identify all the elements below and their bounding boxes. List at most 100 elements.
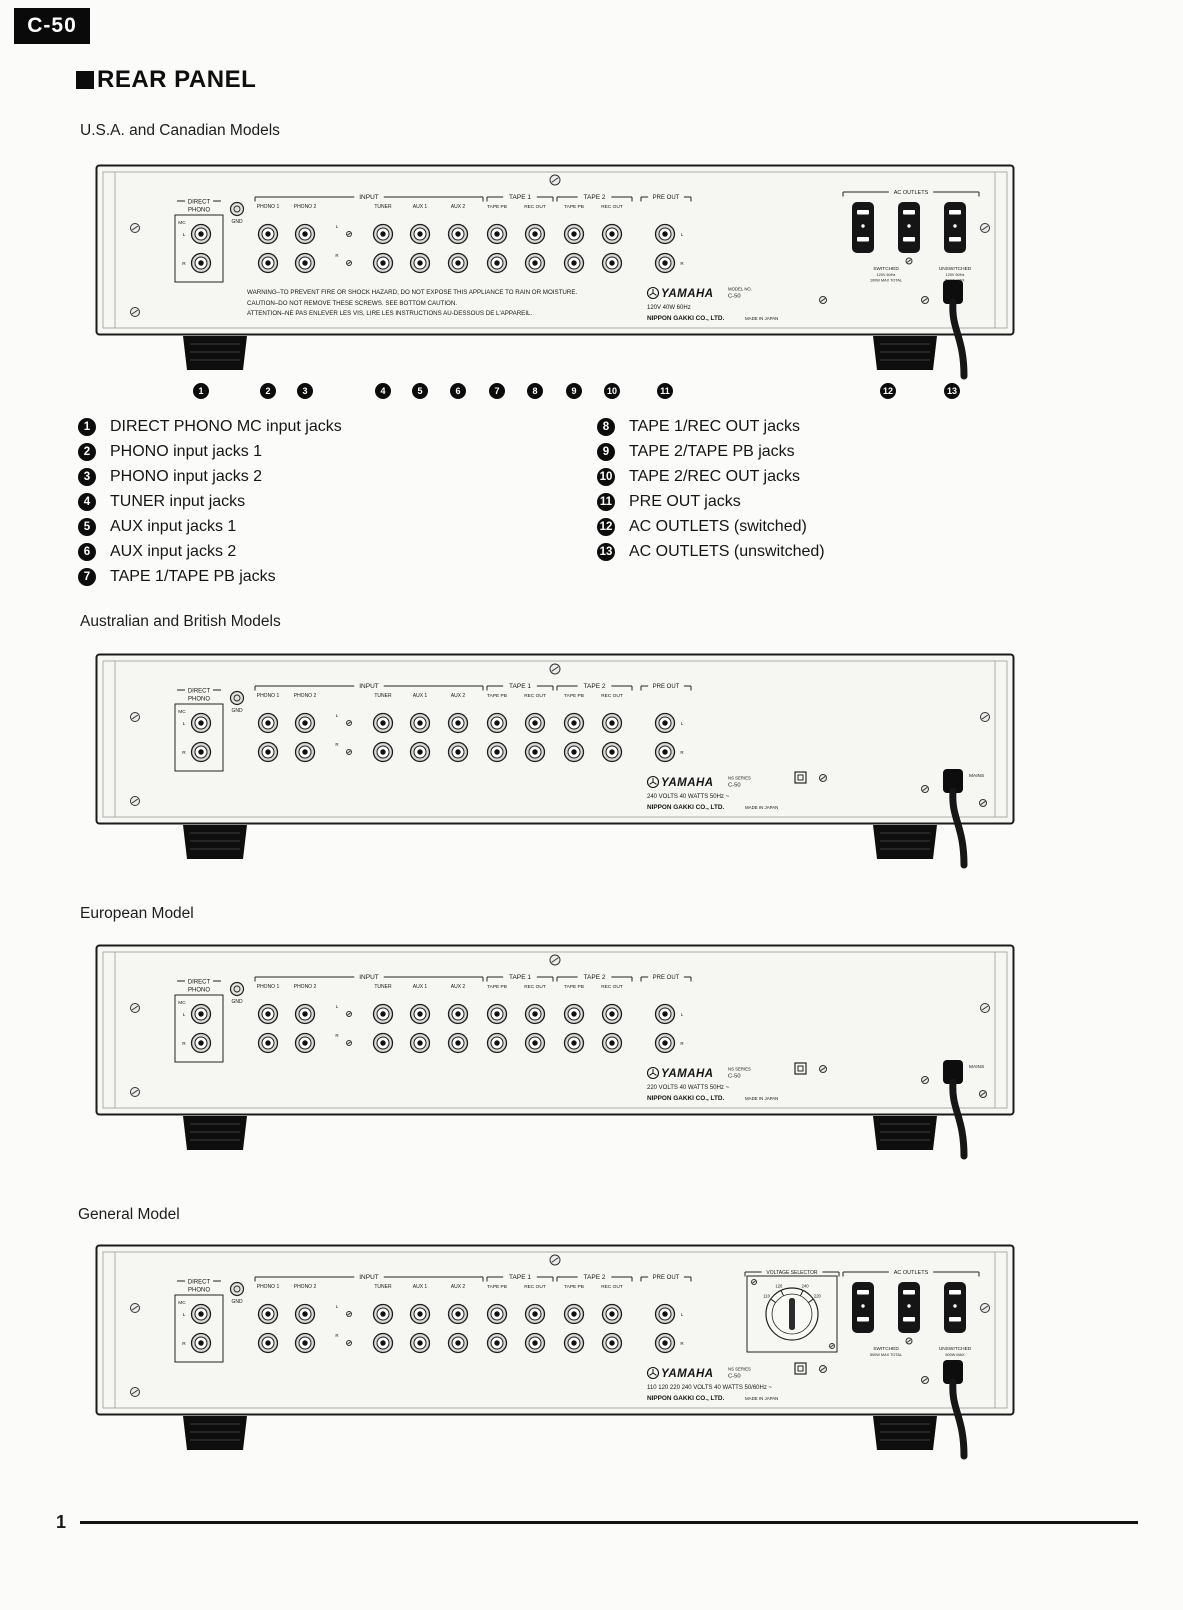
callout-number: 11 (660, 386, 670, 396)
column-label: TAPE PB (564, 984, 584, 990)
screw-slot (820, 1067, 826, 1071)
group-label: VOLTAGE SELECTOR (766, 1270, 818, 1276)
column-label: REC OUT (524, 1284, 546, 1290)
rca-jack-pin (198, 231, 204, 237)
rca-jack-pin (380, 1311, 386, 1317)
rca-jack-pin (380, 1040, 386, 1046)
rca-jack-pin (455, 749, 461, 755)
group-label: TAPE 2 (584, 974, 606, 981)
screw-slot (981, 714, 989, 720)
direct-phono-label: DIRECT (188, 1280, 211, 1286)
rca-jack-pin (302, 1040, 308, 1046)
rca-jack-pin (198, 749, 204, 755)
screw-slot (820, 1367, 826, 1371)
rca-jack-pin (380, 749, 386, 755)
chassis-inner-line (102, 660, 1008, 818)
model-heading-usa-canada: U.S.A. and Canadian Models (80, 122, 280, 139)
rca-jack-pin (198, 260, 204, 266)
voltage-value: 220 (814, 1294, 822, 1299)
legend-number-badge: 9 (597, 443, 615, 461)
channel-r-label: R (680, 1041, 684, 1046)
voltage-selector-slot (789, 1298, 795, 1330)
channel-l-label: L (183, 1012, 186, 1018)
callout-marker (450, 383, 466, 399)
ac-outlet-slot (949, 237, 961, 242)
ac-outlet-hole (953, 224, 957, 228)
rca-jack-pin (198, 1340, 204, 1346)
channel-l-label: L (183, 1312, 186, 1318)
power-cord (949, 1078, 968, 1160)
legend-number-badge: 2 (78, 443, 96, 461)
chassis-foot (183, 336, 247, 370)
rca-jack-pin (455, 1040, 461, 1046)
gnd-terminal-icon (233, 1285, 241, 1293)
rca-jack-pin (494, 720, 500, 726)
column-label: AUX 2 (451, 984, 466, 990)
ac-outlet-slot (903, 1317, 915, 1322)
legend-label: PRE OUT jacks (629, 493, 741, 510)
rca-jack-pin (417, 749, 423, 755)
mc-label: MC (178, 220, 186, 226)
gnd-terminal-icon (229, 201, 245, 217)
voltage-tick (780, 1290, 785, 1297)
chassis-foot (873, 1416, 937, 1450)
double-insulation-icon (797, 1065, 804, 1072)
brand-maker: NIPPON GAKKI CO., LTD. (647, 1395, 725, 1402)
rca-jack-pin (609, 1040, 615, 1046)
column-label: AUX 1 (413, 204, 428, 210)
column-label: PHONO 1 (257, 1284, 280, 1290)
screw-slot (551, 957, 559, 963)
channel-r-label: R (335, 742, 339, 747)
rca-jack-pin (302, 1311, 308, 1317)
rca-jack-pin (302, 260, 308, 266)
legend-label: TAPE 1/TAPE PB jacks (110, 568, 276, 585)
channel-r-label: R (680, 750, 684, 755)
screw-slot (347, 1041, 351, 1045)
column-label: AUX 1 (413, 984, 428, 990)
mc-label: MC (178, 709, 186, 715)
chassis-inner-line (102, 171, 1008, 329)
chassis-foot (873, 825, 937, 859)
rca-jack-pin (265, 1340, 271, 1346)
direct-phono-box (174, 1294, 224, 1363)
power-cord-grommet (943, 280, 963, 304)
legend-label: AC OUTLETS (switched) (629, 518, 807, 535)
screw-slot (981, 225, 989, 231)
rca-jack-pin (609, 749, 615, 755)
rca-jack-pin (532, 720, 538, 726)
rca-jack-pin (455, 1011, 461, 1017)
column-label: AUX 2 (451, 693, 466, 699)
rca-jack-pin (455, 231, 461, 237)
ac-outlet-hole (861, 1304, 865, 1308)
brand-maker: NIPPON GAKKI CO., LTD. (647, 315, 725, 322)
screw-slot (981, 1005, 989, 1011)
gnd-terminal-icon (229, 981, 245, 997)
rca-jack-pin (609, 260, 615, 266)
voltage-tick (808, 1298, 814, 1303)
screw-slot (981, 1305, 989, 1311)
rca-jack-pin (417, 1040, 423, 1046)
screw-slot (347, 261, 351, 265)
screw-slot (131, 1005, 139, 1011)
column-label: TAPE PB (564, 1284, 584, 1290)
rca-jack-pin (571, 720, 577, 726)
screw-slot (922, 1378, 928, 1382)
brand-series: MODEL NO. (728, 287, 752, 292)
legend-label: TAPE 2/REC OUT jacks (629, 468, 800, 485)
rca-jack-pin (494, 1011, 500, 1017)
column-label: TUNER (374, 204, 392, 210)
brand-ratings: 110 120 220 240 VOLTS 40 WATTS 50/60Hz ~ (647, 1385, 773, 1391)
direct-phono-label: DIRECT (188, 200, 211, 206)
rca-jack-pin (532, 260, 538, 266)
rca-jack-pin (571, 1340, 577, 1346)
legend-number-badge: 11 (597, 493, 615, 511)
model-heading-australian-british: Australian and British Models (80, 613, 281, 630)
rca-jack-pin (571, 231, 577, 237)
brand-model: C-50 (728, 1374, 741, 1380)
column-label: PHONO 2 (294, 1284, 317, 1290)
